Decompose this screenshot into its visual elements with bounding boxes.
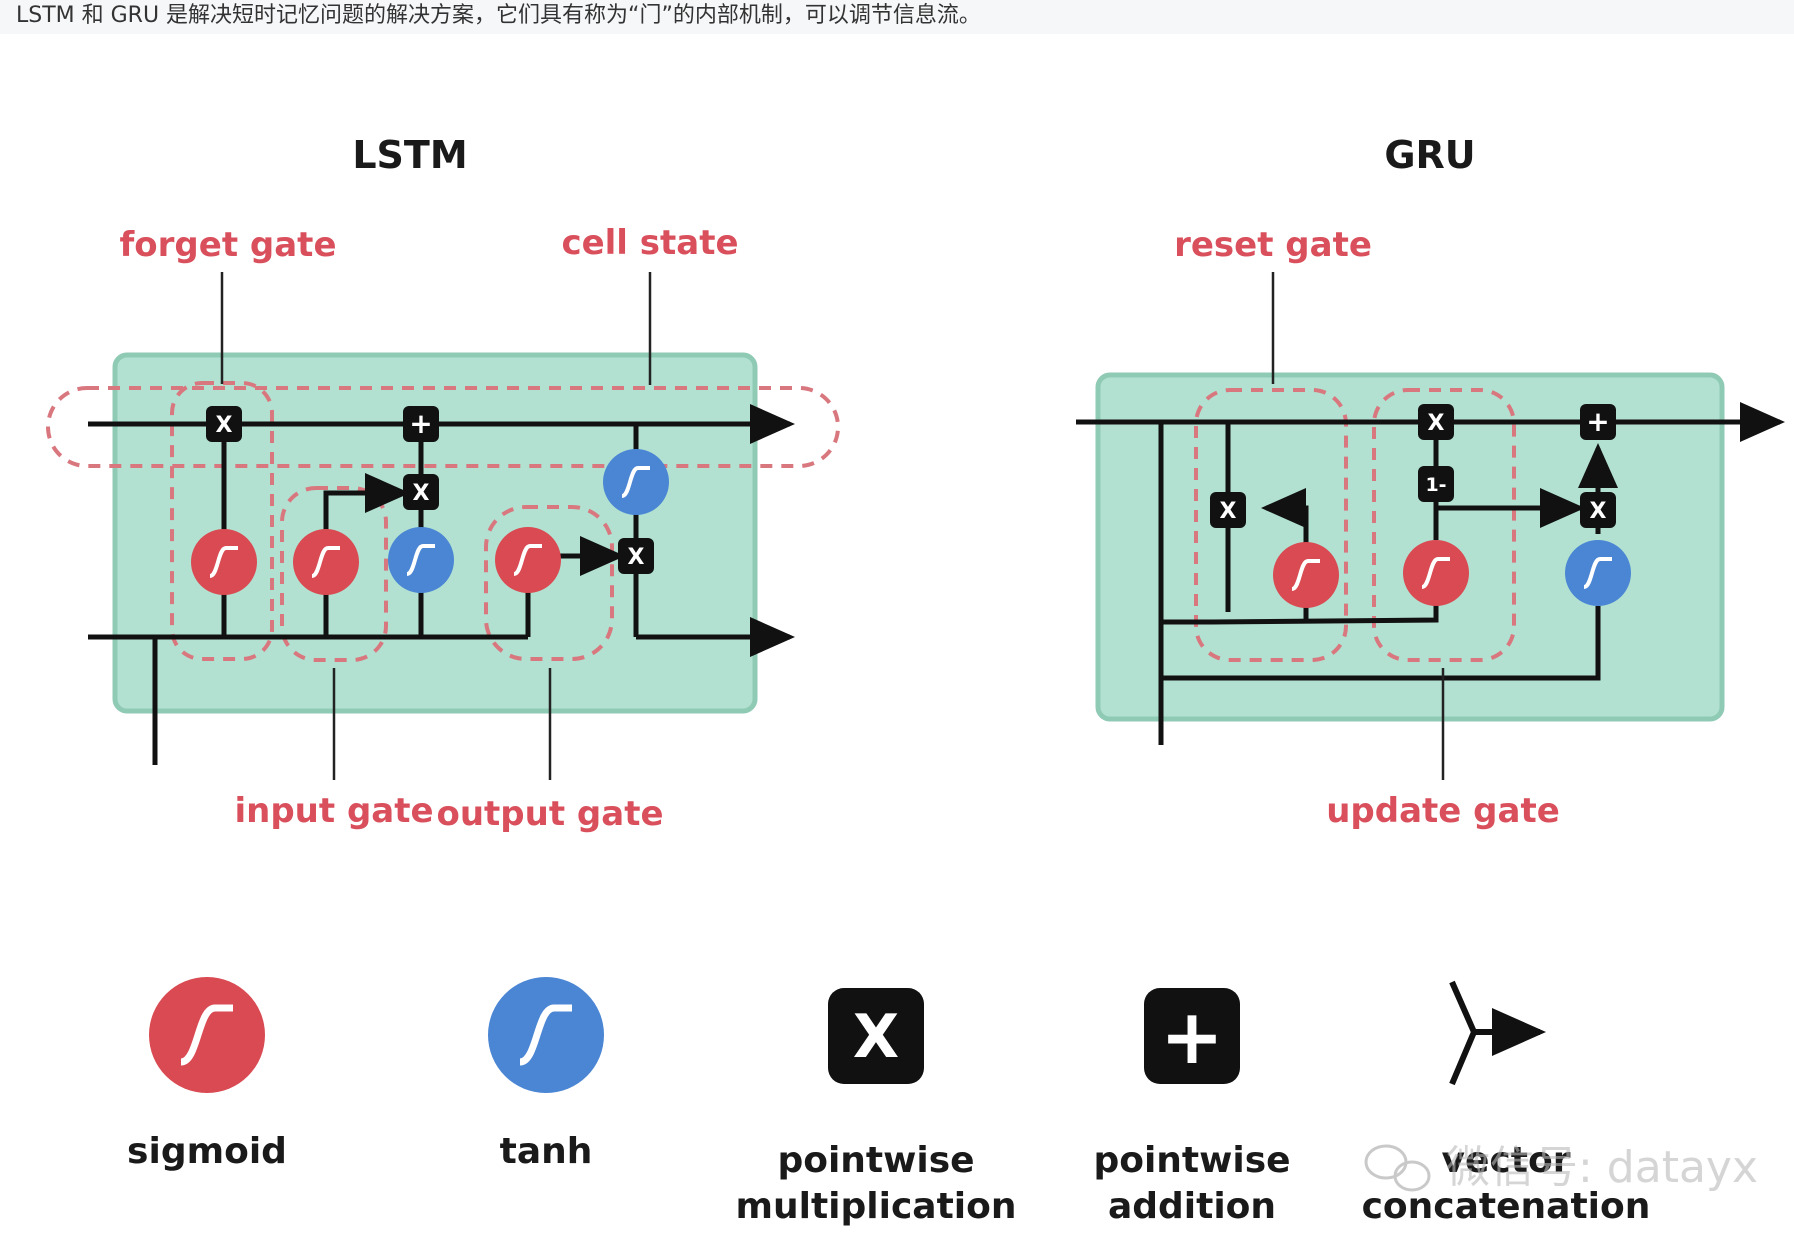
gru-title: GRU	[1384, 133, 1475, 177]
legend-concatenation-label-2: concatenation	[1362, 1186, 1651, 1227]
lstm-output-multiply-icon: X	[618, 538, 654, 574]
legend-sigmoid-label: sigmoid	[127, 1131, 287, 1172]
gru-one-minus-icon: 1-	[1418, 466, 1454, 502]
lstm-input-sigmoid-icon	[293, 529, 359, 595]
lstm-cell-add-icon: +	[403, 406, 439, 442]
legend-add-label-2: addition	[1108, 1186, 1276, 1227]
lstm-forget-sigmoid-icon	[191, 529, 257, 595]
cell-state-outline	[46, 386, 840, 468]
cell-state-label: cell state	[561, 223, 738, 263]
svg-text:X: X	[853, 1002, 899, 1072]
legend-multiply-label-1: pointwise	[777, 1140, 974, 1181]
gru-update-sigmoid-icon	[1403, 540, 1469, 606]
lstm-leader-lines	[220, 272, 652, 780]
svg-text:+: +	[1586, 405, 1609, 438]
gru-add-icon: +	[1580, 404, 1616, 440]
svg-text:X: X	[628, 545, 645, 570]
svg-text:+: +	[409, 407, 432, 440]
caption-text: LSTM 和 GRU 是解决短时记忆问题的解决方案，它们具有称为“门”的内部机制…	[16, 3, 981, 28]
input-gate-outline	[280, 486, 388, 662]
legend-add-icon: +	[1144, 988, 1240, 1084]
output-gate-label: output gate	[436, 794, 663, 834]
legend-add-label-1: pointwise	[1093, 1140, 1290, 1181]
input-gate-label: input gate	[234, 791, 433, 831]
legend-concatenation-icon	[1449, 980, 1546, 1086]
forget-gate-label: forget gate	[120, 225, 337, 265]
output-gate-outline	[484, 505, 614, 661]
reset-gate-label: reset gate	[1174, 225, 1372, 265]
caption-bar	[0, 0, 1794, 34]
gru-reset-multiply-icon: X	[1210, 492, 1246, 528]
svg-text:X: X	[413, 481, 430, 506]
gru-update-multiply-icon: X	[1418, 404, 1454, 440]
svg-text:X: X	[1428, 411, 1445, 436]
legend-sigmoid-icon	[149, 977, 265, 1093]
lstm-forget-multiply-icon: X	[206, 406, 242, 442]
gru-candidate-multiply-icon: X	[1580, 492, 1616, 528]
legend-tanh-icon	[488, 977, 604, 1093]
lstm-title: LSTM	[352, 133, 467, 177]
lstm-cell-tanh-icon	[603, 449, 669, 515]
forget-gate-outline	[170, 381, 274, 661]
wechat-watermark: 微信号: datayx	[1364, 1142, 1758, 1193]
svg-text:+: +	[1160, 992, 1224, 1081]
svg-text:X: X	[1590, 499, 1607, 524]
lstm-output-sigmoid-icon	[495, 527, 561, 593]
gru-leader-lines	[1271, 272, 1445, 780]
gru-reset-sigmoid-icon	[1273, 542, 1339, 608]
legend-multiply-label-2: multiplication	[735, 1186, 1016, 1227]
legend-multiply-icon: X	[828, 988, 924, 1084]
lstm-input-multiply-icon: X	[403, 474, 439, 510]
reset-gate-outline	[1194, 388, 1348, 662]
lstm-input-tanh-icon	[388, 527, 454, 593]
svg-text:X: X	[216, 413, 233, 438]
gru-cell-box	[1095, 372, 1725, 722]
watermark-text: 微信号: datayx	[1446, 1142, 1758, 1193]
svg-text:1-: 1-	[1425, 474, 1446, 496]
update-gate-label: update gate	[1326, 791, 1560, 831]
legend-tanh-label: tanh	[500, 1131, 593, 1172]
svg-text:X: X	[1220, 499, 1237, 524]
gru-tanh-icon	[1565, 540, 1631, 606]
legend-concatenation-label-1: vector	[1442, 1140, 1571, 1181]
